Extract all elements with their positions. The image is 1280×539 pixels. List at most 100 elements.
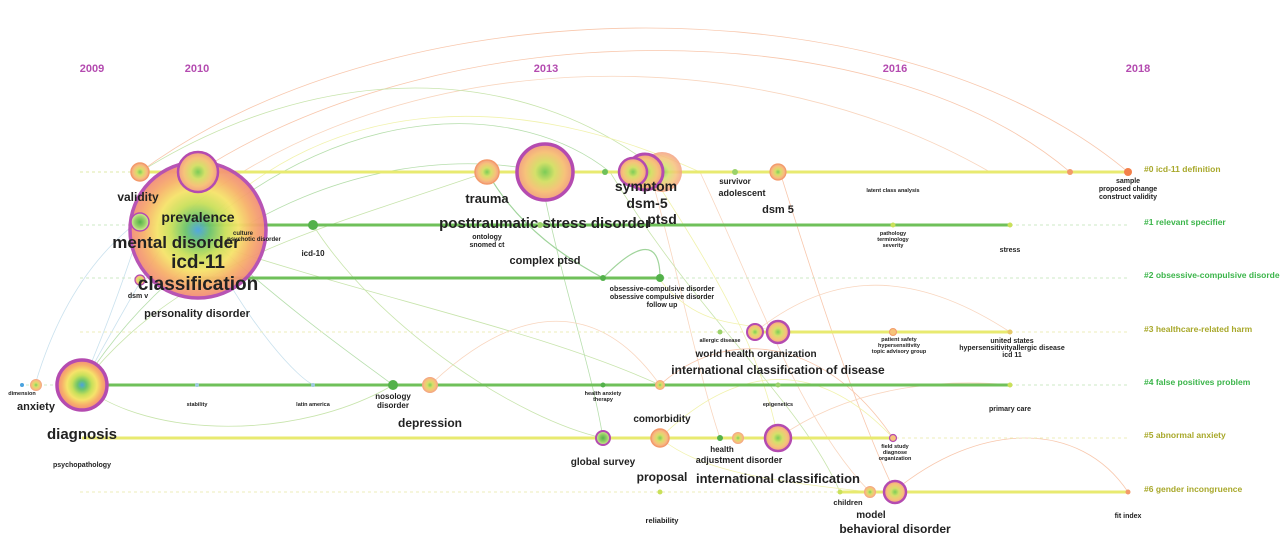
node-latin-america — [311, 383, 315, 387]
kw-latin-america: latin america — [296, 402, 331, 408]
kw-stability: stability — [187, 402, 209, 408]
kw-icd-11: icd-11 — [171, 252, 225, 273]
node-patient-safety — [889, 328, 897, 336]
kw-culture: culture — [233, 231, 254, 237]
kw-personality-disorder: personality disorder — [144, 308, 250, 320]
node-ontology — [537, 222, 543, 228]
node-anxiety — [30, 379, 42, 391]
kw-fit-index: fit index — [1115, 513, 1142, 520]
node-epigenetics — [775, 382, 781, 388]
node-world-health-organization — [746, 323, 764, 341]
cluster-label-1: #1 relevant specifier — [1144, 217, 1226, 227]
kw-complex-ptsd: complex ptsd — [510, 255, 581, 267]
node-nosology — [388, 380, 398, 390]
node-health — [717, 435, 723, 441]
node-model — [864, 486, 876, 498]
node-comorbidity — [655, 380, 665, 390]
kw-severity: severity — [883, 243, 905, 249]
kw-field-study: field study — [881, 444, 909, 450]
kw-model: model — [856, 510, 886, 521]
kw-disorder: disorder — [377, 401, 409, 410]
year-2016: 2016 — [883, 63, 907, 75]
node-allergic-disease — [717, 329, 723, 335]
cluster-label-5: #5 abnormal anxiety — [1144, 430, 1226, 440]
nodes — [20, 142, 1132, 505]
node-diagnosis — [55, 358, 109, 412]
node-stress — [1007, 222, 1013, 228]
kw-icd-11-small: icd 11 — [1002, 352, 1022, 359]
kw-primary-care: primary care — [989, 406, 1031, 413]
year-2009: 2009 — [80, 63, 104, 75]
kw-snomed-ct: snomed ct — [469, 242, 505, 249]
node-depression — [422, 377, 438, 393]
kw-health-anxiety: health anxiety — [585, 391, 623, 397]
kw-construct-validity: construct validity — [1099, 194, 1157, 201]
node-dsm-5-lower — [769, 163, 787, 181]
cluster-label-2: #2 obsessive-compulsive disorder — [1144, 270, 1280, 280]
kw-mental-disorder: mental disorder — [112, 233, 240, 252]
year-2013: 2013 — [534, 63, 558, 75]
kw-adolescent: adolescent — [718, 188, 765, 198]
kw-global-survey: global survey — [571, 457, 636, 468]
kw-icd-10: icd-10 — [301, 249, 325, 258]
node-ocd-a — [600, 275, 606, 281]
node-united-states — [1007, 329, 1013, 335]
kw-proposal: proposal — [637, 470, 688, 484]
kw-pathology: pathology — [880, 231, 907, 237]
cluster-label-3: #3 healthcare-related harm — [1144, 324, 1253, 334]
node-international-classification — [763, 423, 793, 453]
node-pathology — [890, 222, 896, 228]
kw-follow-up: follow up — [647, 302, 678, 309]
node-stability — [195, 383, 199, 387]
kw-symptom: symptom — [615, 178, 677, 194]
node-mental-disorder — [130, 212, 150, 232]
node-symptom — [617, 156, 649, 188]
kw-children: children — [833, 498, 863, 507]
kw-adjustment-disorder: adjustment disorder — [696, 455, 783, 465]
node-international-classification-of-disease — [765, 319, 791, 345]
kw-behavioral-disorder: behavioral disorder — [839, 522, 951, 536]
kw-hypersensitivity: hypersensitivity — [878, 343, 921, 349]
kw-psychotic-disorder: psychotic disorder — [227, 237, 281, 243]
kw-international-classification: international classification — [696, 471, 860, 486]
kw-trauma: trauma — [465, 191, 509, 206]
kw-hypersensitivityallergic: hypersensitivityallergic disease — [959, 345, 1065, 352]
kw-validity: validity — [117, 190, 159, 204]
kw-dsm-v: dsm v — [128, 293, 148, 300]
kw-posttraumatic: posttraumatic stress disorder — [439, 215, 651, 232]
node-latent-class — [1067, 169, 1073, 175]
node-icd-10 — [308, 220, 318, 230]
node-fit-index — [1125, 489, 1131, 495]
kw-depression: depression — [398, 416, 462, 430]
kw-proposed-change: proposed change — [1099, 186, 1157, 193]
year-2010: 2010 — [185, 63, 209, 75]
node-health-anxiety — [600, 382, 606, 388]
year-2018: 2018 — [1126, 63, 1150, 75]
node-trauma — [474, 159, 500, 185]
kw-anxiety: anxiety — [17, 401, 56, 413]
cluster-label-0: #0 icd-11 definition — [1144, 164, 1221, 174]
kw-ontology: ontology — [472, 234, 502, 241]
kw-dimension: dimension — [8, 391, 36, 397]
node-dsm-v — [134, 274, 146, 286]
node-sample — [1124, 168, 1132, 176]
kw-allergic-disease: allergic disease — [700, 338, 741, 344]
node-reliability — [657, 489, 663, 495]
kw-epigenetics: epigenetics — [763, 402, 793, 408]
kw-latent-class-analysis: latent class analysis — [866, 188, 919, 194]
node-field-study — [888, 433, 898, 443]
kw-organization: organization — [879, 456, 912, 462]
node-ocd-b — [656, 274, 664, 282]
node-primary-care — [1007, 382, 1013, 388]
cluster-labels: #0 icd-11 definition #1 relevant specifi… — [1144, 164, 1280, 494]
node-adolescent — [732, 169, 738, 175]
kw-ocd-hyphen: obsessive-compulsive disorder — [610, 286, 715, 293]
year-axis: 2009 2010 2013 2016 2018 — [80, 63, 1150, 75]
node-adjustment-disorder — [732, 432, 744, 444]
kw-patient-safety: patient safety — [881, 337, 917, 343]
kw-ocd-space: obsessive compulsive disorder — [610, 294, 715, 301]
cluster-label-6: #6 gender incongruence — [1144, 484, 1243, 494]
kw-health: health — [710, 445, 734, 454]
kw-world-health-organization: world health organization — [694, 349, 816, 360]
